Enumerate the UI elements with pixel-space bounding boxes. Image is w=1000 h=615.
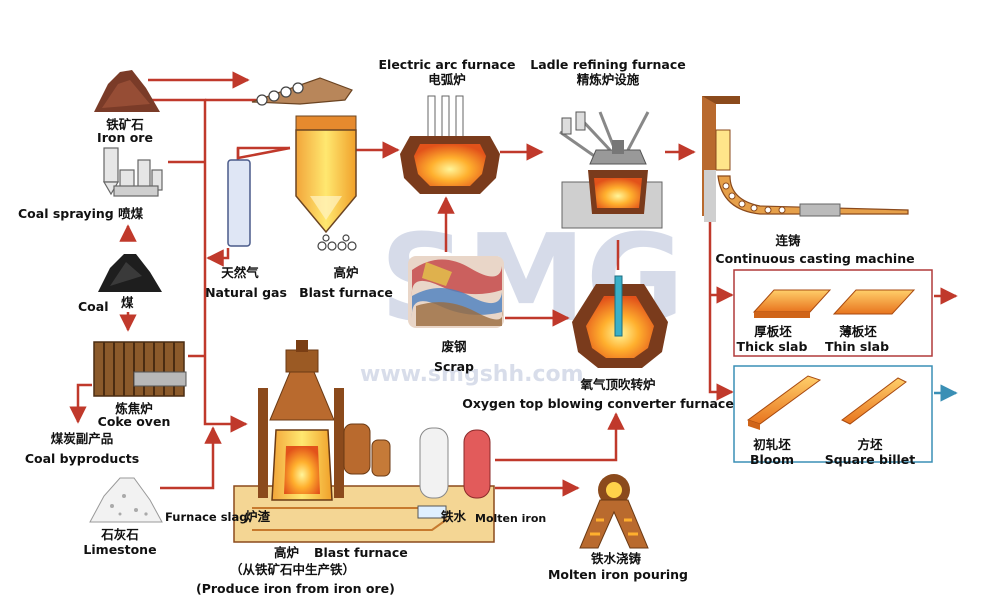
- limestone-en-label: Limestone: [83, 542, 157, 557]
- iron-ore-en-label: Iron ore: [97, 130, 153, 145]
- natural-gas-tank: [227, 159, 251, 247]
- scrap-cn-label: 废钢: [441, 339, 467, 354]
- thin-slab-en-label: Thin slab: [824, 339, 890, 354]
- ladle-refining-furnace: [559, 111, 663, 229]
- flow-arrows: [69, 71, 958, 497]
- coal-en-label: Coal: [78, 299, 109, 314]
- thin-slab-cn-label: 薄板坯: [839, 324, 877, 339]
- square-billet-shape: [841, 377, 907, 425]
- bf-bottom-cn-label: 高炉: [274, 545, 300, 560]
- coke-oven-cn-label: 炼焦炉: [115, 401, 153, 416]
- coal-byproducts-cn-label: 煤炭副产品: [50, 431, 114, 446]
- billet-en-label: Square billet: [824, 452, 916, 467]
- ladle-en-label: Ladle refining furnace: [530, 57, 686, 72]
- blast-furnace-top: [251, 77, 357, 251]
- bf-bottom-en-label: Blast furnace: [314, 545, 408, 560]
- molten-iron-cn-label: 铁水: [441, 509, 467, 524]
- furnace-slag-cn-label: 炉渣: [245, 509, 271, 524]
- thin-slab-shape: [832, 289, 916, 315]
- ccm-cn-label: 连铸: [775, 233, 801, 248]
- blast-furnace-plant: [233, 340, 495, 543]
- bof-en-label: Oxygen top blowing converter furnace: [462, 396, 734, 411]
- limestone-cn-label: 石灰石: [101, 527, 139, 542]
- natural-gas-en-label: Natural gas: [205, 285, 287, 300]
- scrap-pile: [408, 256, 504, 328]
- arrow-ng-out: [206, 248, 230, 267]
- thick-slab-cn-label: 厚板坯: [754, 324, 792, 339]
- coal-pile: [98, 254, 162, 292]
- ccm-en-label: Continuous casting machine: [715, 251, 915, 266]
- arrow-natgas: [236, 146, 290, 160]
- bof-cn-label: 氧气顶吹转炉: [580, 377, 656, 392]
- bloom-cn-label: 初轧坯: [753, 437, 791, 452]
- blast-furnace-top-en-label: Blast furnace: [299, 285, 393, 300]
- thick-slab-shape: [752, 289, 832, 318]
- bf-bottom-sub-cn-label: （从铁矿石中生产铁）: [230, 562, 356, 577]
- iron-ore-cn-label: 铁矿石: [106, 117, 144, 132]
- scrap-en-label: Scrap: [434, 359, 474, 374]
- arrow-trunk: [148, 98, 248, 433]
- watermark-url: www.smgshh.com: [360, 362, 584, 387]
- coke-oven: [93, 341, 187, 397]
- ladle-cn-label: 精炼炉设施: [576, 72, 640, 87]
- coal-cn-label: 煤: [121, 295, 134, 310]
- molten-iron-pouring-machine: [579, 474, 649, 549]
- bloom-en-label: Bloom: [749, 452, 795, 467]
- furnace-slag-en-label: Furnace slag: [165, 510, 248, 524]
- molten-pour-cn-label: 铁水浇铸: [590, 551, 642, 566]
- arrow-natgas-in: [236, 146, 291, 160]
- billet-cn-label: 方坯: [857, 437, 883, 452]
- coal-spraying-machine: [102, 147, 163, 197]
- arrow-ccm-down: [708, 222, 734, 401]
- molten-iron-en-label: Molten iron: [475, 512, 547, 525]
- arrow-byproducts: [69, 383, 92, 424]
- coal-byproducts-en-label: Coal byproducts: [24, 451, 140, 466]
- thick-slab-en-label: Thick slab: [736, 339, 808, 354]
- limestone-pile: [89, 477, 163, 523]
- electric-arc-furnace: [400, 95, 500, 194]
- blast-furnace-top-cn-label: 高炉: [333, 265, 359, 280]
- coal-spraying-label: Coal spraying 喷煤: [18, 206, 144, 221]
- oxygen-converter: [572, 275, 668, 368]
- arrow-limestone: [160, 426, 222, 490]
- arrow-bf-to-bof: [495, 412, 625, 462]
- eaf-cn-label: 电弧炉: [428, 72, 466, 87]
- iron-ore-pile: [94, 70, 160, 112]
- coke-oven-en-label: Coke oven: [97, 414, 171, 429]
- natural-gas-cn-label: 天然气: [221, 265, 259, 280]
- bf-bottom-sub-en-label: (Produce iron from iron ore): [196, 581, 395, 596]
- eaf-en-label: Electric arc furnace: [378, 57, 516, 72]
- bloom-shape: [746, 375, 822, 430]
- continuous-casting-machine: [702, 96, 909, 222]
- molten-pour-en-label: Molten iron pouring: [547, 567, 689, 582]
